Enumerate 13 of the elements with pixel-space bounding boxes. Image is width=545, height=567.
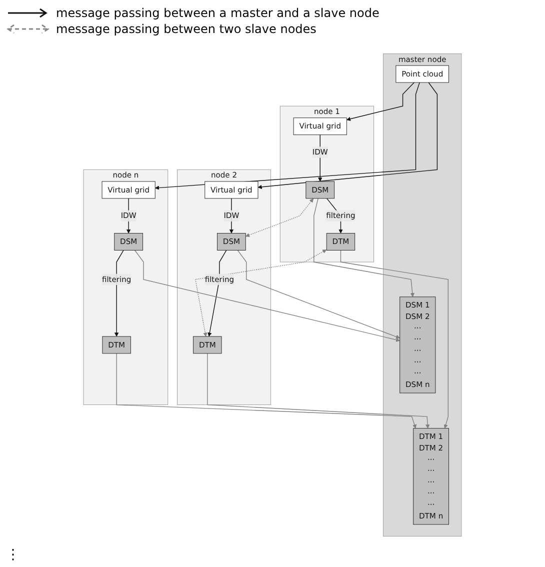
arrow <box>126 198 131 234</box>
arrow <box>258 82 438 190</box>
arrow <box>116 353 416 429</box>
arrow <box>229 198 234 234</box>
arrow <box>207 353 430 429</box>
arrow <box>245 198 314 237</box>
arrow <box>346 82 414 121</box>
arrow <box>340 250 448 429</box>
legend-text: message passing between a master and a slave node <box>56 6 380 20</box>
arrow <box>237 250 400 339</box>
arrow <box>318 134 322 182</box>
ellipsis-mark: ⋮ <box>6 547 20 563</box>
legend-text: message passing between two slave nodes <box>56 22 316 36</box>
